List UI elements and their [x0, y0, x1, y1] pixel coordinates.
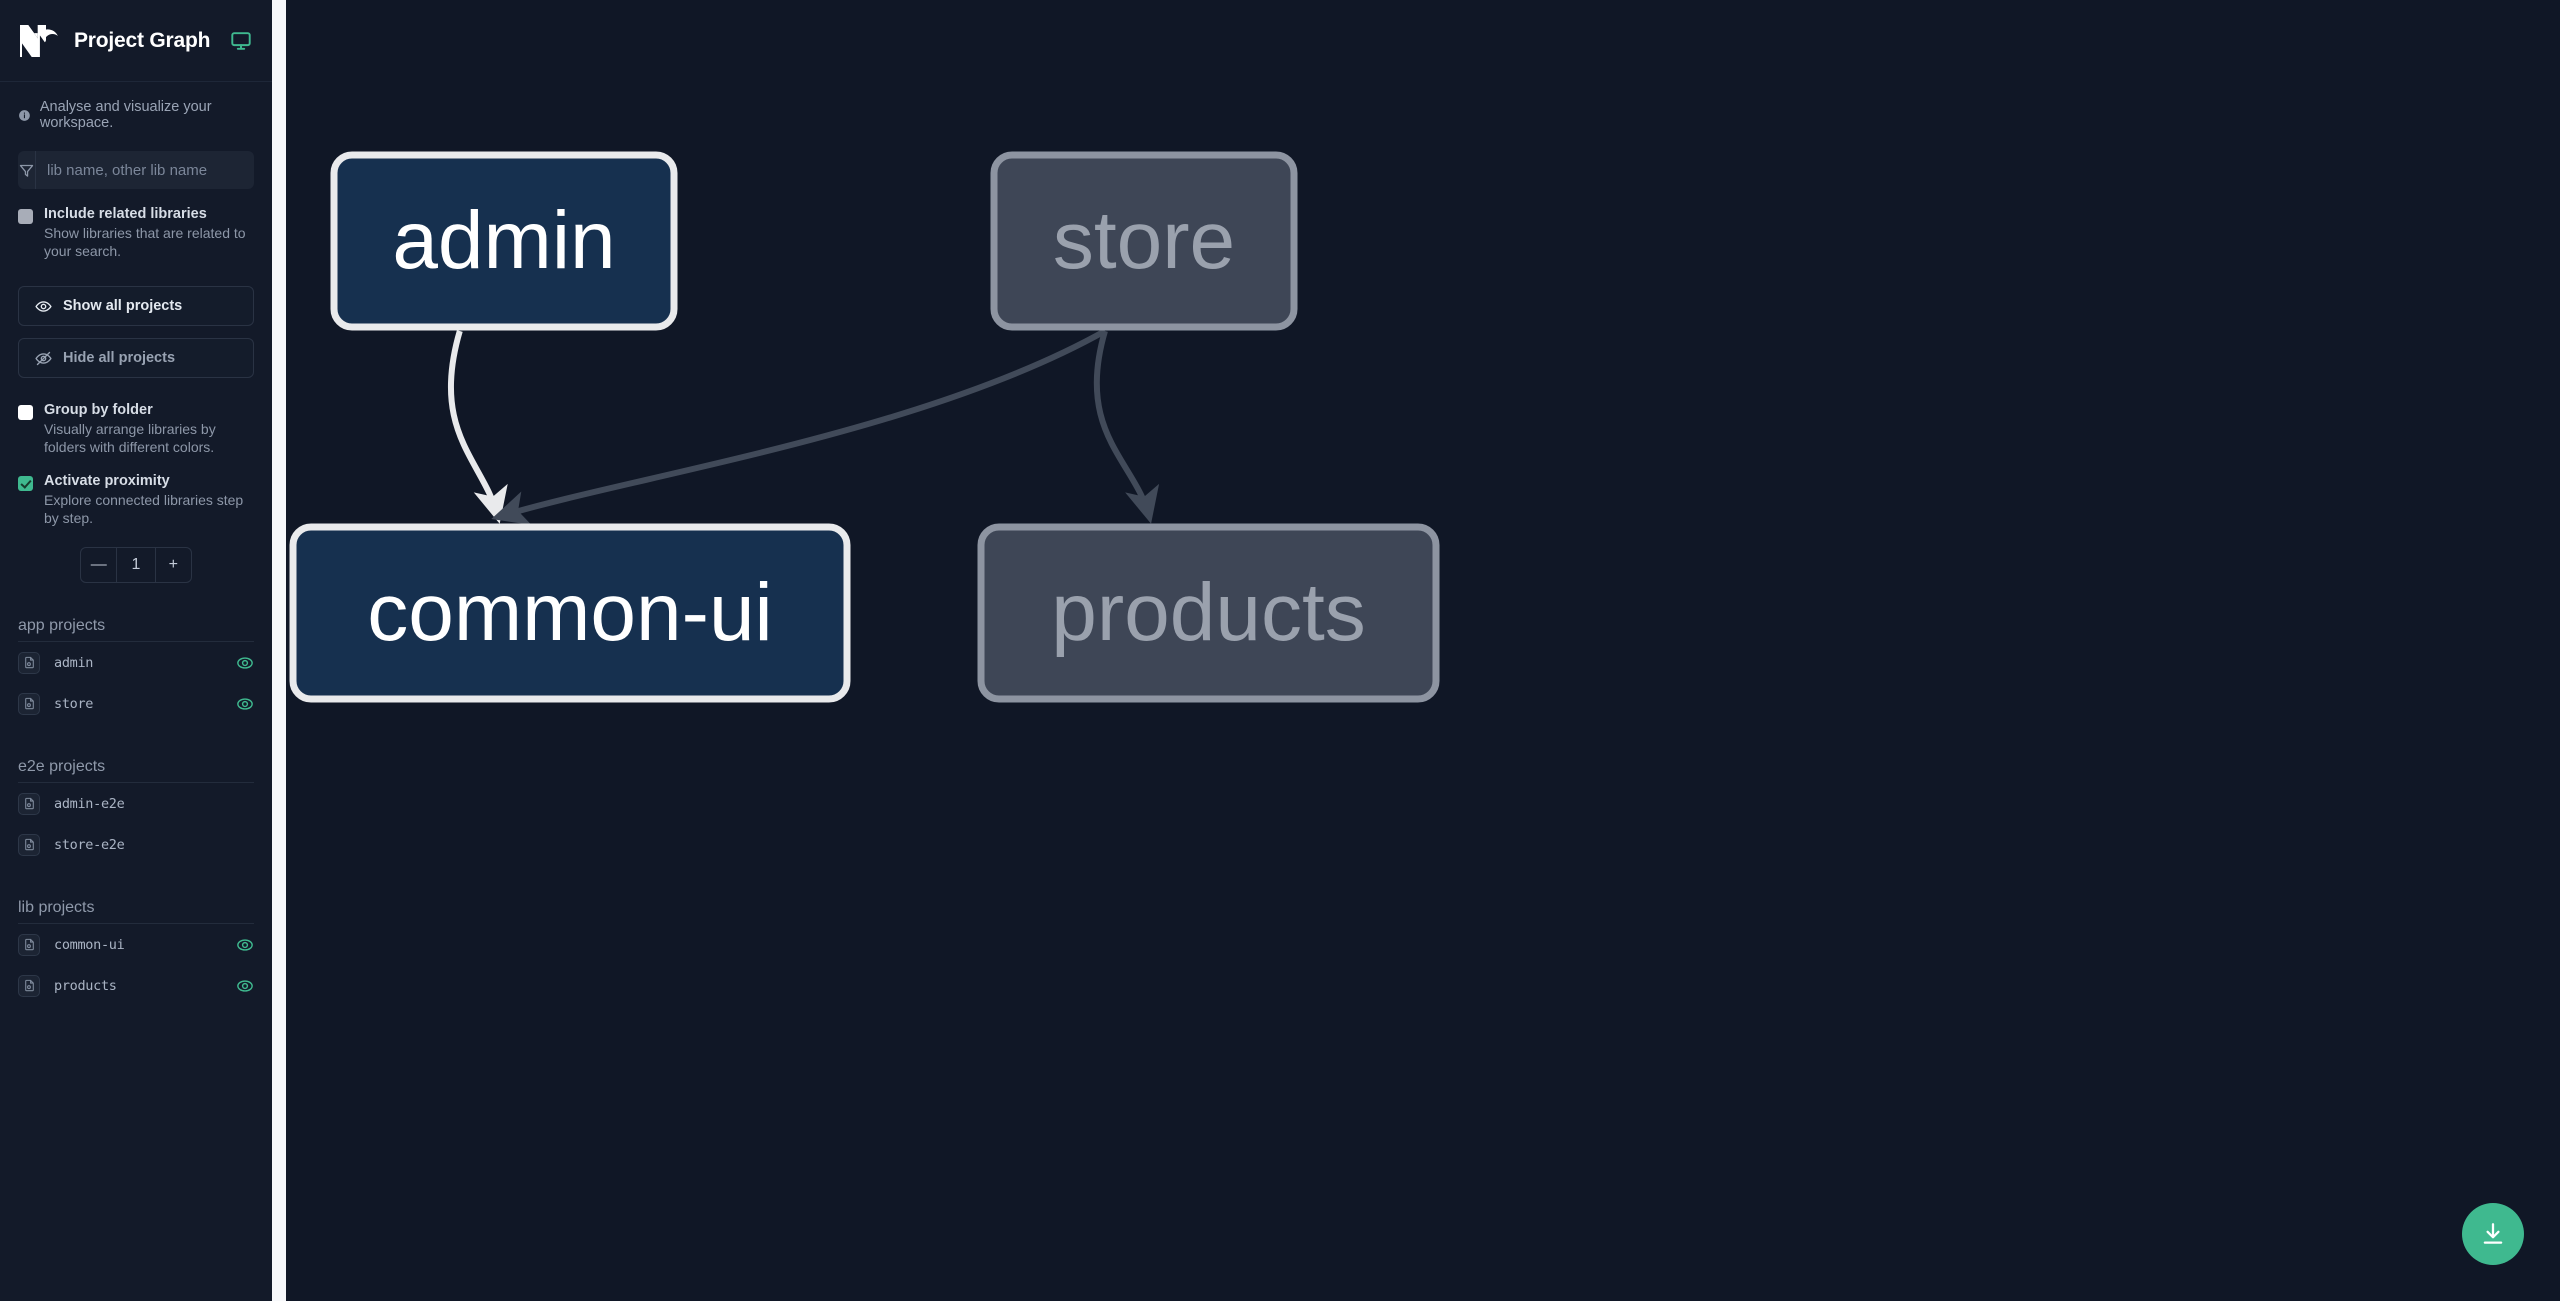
graph-node-admin[interactable]	[330, 151, 678, 331]
project-group: lib projects common-ui products	[18, 899, 254, 1006]
project-eye-placeholder	[236, 795, 254, 813]
project-list-item[interactable]: admin-e2e	[18, 783, 254, 824]
project-name: admin-e2e	[54, 795, 125, 812]
graph-node-products[interactable]	[977, 523, 1440, 703]
project-file-icon	[18, 692, 40, 715]
project-name: common-ui	[54, 936, 125, 953]
nx-logo-icon	[20, 24, 58, 57]
graph-edge-admin-to-common-ui	[447, 330, 508, 524]
option-description: Explore connected libraries step by step…	[44, 492, 244, 526]
option-title: Activate proximity	[44, 473, 170, 489]
option-description: Show libraries that are related to your …	[44, 225, 246, 259]
option-title: Include related libraries	[44, 206, 207, 222]
project-group-title: lib projects	[18, 899, 95, 916]
search-box[interactable]	[18, 151, 254, 189]
hide-all-projects-button[interactable]: Hide all projects	[18, 338, 254, 378]
proximity-decrement-button[interactable]: —	[90, 556, 107, 573]
option-activate-proximity[interactable]: Activate proximity Explore connected lib…	[18, 473, 254, 527]
tagline: Analyse and visualize your workspace.	[0, 82, 272, 131]
project-groups: app projects admin store e2e projects admin-…	[18, 617, 254, 1006]
option-description: Visually arrange libraries by folders wi…	[44, 421, 216, 455]
divider	[18, 923, 254, 924]
filter-icon	[18, 151, 36, 189]
project-group-title: e2e projects	[18, 758, 106, 775]
project-name: store	[54, 695, 94, 712]
project-list-item[interactable]: common-ui	[18, 924, 254, 965]
divider	[18, 641, 254, 642]
project-name: products	[54, 977, 117, 994]
tagline-text: Analyse and visualize your workspace.	[39, 99, 212, 131]
project-group-title: app projects	[18, 617, 106, 634]
project-file-icon	[18, 651, 40, 674]
download-graph-button[interactable]	[2462, 1203, 2524, 1265]
sidebar: Project Graph Analyse and visualize your…	[0, 0, 272, 1301]
option-title: Group by folder	[44, 402, 153, 418]
project-visible-eye-icon[interactable]	[236, 936, 254, 954]
graph-svg	[289, 151, 1440, 703]
show-all-projects-button[interactable]: Show all projects	[18, 286, 254, 326]
graph-edge-store-to-products	[1093, 330, 1160, 524]
option-group-by-folder[interactable]: Group by folder Visually arrange librari…	[18, 402, 254, 456]
project-visible-eye-icon[interactable]	[236, 977, 254, 995]
group-by-folder-checkbox[interactable]	[18, 405, 33, 420]
graph-node-common-ui[interactable]	[289, 523, 851, 703]
project-file-icon	[18, 833, 40, 856]
project-file-icon	[18, 933, 40, 956]
monitor-icon[interactable]	[230, 30, 252, 52]
search-input[interactable]	[36, 151, 254, 189]
info-icon	[19, 109, 30, 121]
project-list-item[interactable]: products	[18, 965, 254, 1006]
project-list-item[interactable]: store	[18, 683, 254, 724]
proximity-stepper[interactable]: — 1 +	[80, 547, 192, 583]
project-visible-eye-icon[interactable]	[236, 654, 254, 672]
page-title: Project Graph	[74, 28, 211, 52]
sidebar-resize-handle[interactable]	[272, 0, 286, 1301]
project-list-item[interactable]: store-e2e	[18, 824, 254, 865]
project-group: app projects admin store	[18, 617, 254, 724]
project-name: admin	[54, 654, 94, 671]
project-visible-eye-icon[interactable]	[236, 695, 254, 713]
project-name: store-e2e	[54, 836, 125, 853]
option-include-related-libraries[interactable]: Include related libraries Show libraries…	[18, 206, 254, 260]
proximity-increment-button[interactable]: +	[168, 556, 178, 573]
graph-edges	[447, 328, 1160, 526]
graph-edge-store-to-common-ui	[491, 328, 1107, 526]
project-file-icon	[18, 974, 40, 997]
download-icon	[2483, 1223, 2503, 1244]
project-group: e2e projects admin-e2e store-e2e	[18, 758, 254, 865]
project-list-item[interactable]: admin	[18, 642, 254, 683]
sidebar-header: Project Graph	[0, 0, 272, 82]
hide-all-projects-label: Hide all projects	[63, 350, 176, 366]
project-file-icon	[18, 792, 40, 815]
proximity-value: 1	[116, 548, 156, 582]
graph-nodes	[289, 151, 1440, 703]
graph-node-store[interactable]	[990, 151, 1298, 331]
include-related-libraries-checkbox[interactable]	[18, 209, 33, 224]
activate-proximity-checkbox[interactable]	[18, 476, 33, 491]
eye-off-icon	[35, 351, 52, 365]
divider	[18, 782, 254, 783]
show-all-projects-label: Show all projects	[63, 298, 183, 314]
project-eye-placeholder	[236, 836, 254, 854]
eye-icon	[35, 300, 52, 312]
